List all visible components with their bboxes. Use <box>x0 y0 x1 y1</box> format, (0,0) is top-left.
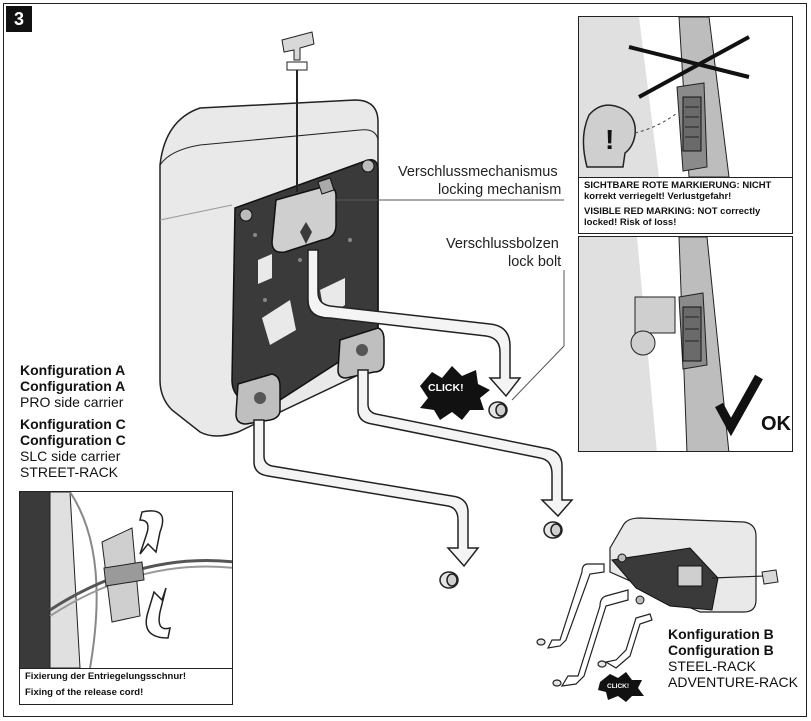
config-b-arrows <box>536 563 653 687</box>
config-c-title-de: Konfiguration C <box>20 416 126 432</box>
warning-text-en: VISIBLE RED MARKING: NOT correctly locke… <box>584 206 761 228</box>
lock-bolt-label-de: Verschlussbolzen <box>446 236 559 252</box>
config-b-click-label: CLICK! <box>607 683 630 690</box>
release-cord-panel: Fixierung der Entriegelungsschnur! Fixin… <box>19 491 233 705</box>
config-ac-block: Konfiguration A Configuration A PRO side… <box>20 362 126 480</box>
config-b-rack-1: STEEL-RACK <box>668 658 756 674</box>
ok-label: OK <box>761 413 791 435</box>
insertion-arrows <box>253 249 574 568</box>
arrow-up-icon <box>145 587 171 639</box>
config-b-title-en: Configuration B <box>668 642 774 658</box>
config-c-rack: STREET-RACK <box>20 464 119 480</box>
click-burst <box>420 366 490 420</box>
warning-text-de: SICHTBARE ROTE MARKIERUNG: NICHT korrekt… <box>584 180 772 202</box>
warning-caption: SICHTBARE ROTE MARKIERUNG: NICHT korrekt… <box>579 177 792 233</box>
config-a-carrier: PRO side carrier <box>20 394 124 410</box>
release-cord-text-de: Fixierung der Entriegelungsschnur! <box>25 671 186 682</box>
svg-text:!: ! <box>605 124 614 155</box>
config-b-title-de: Konfiguration B <box>668 626 774 642</box>
figure-frame <box>3 3 807 717</box>
config-b-rack-2: ADVENTURE-RACK <box>668 674 798 690</box>
lock-bolts <box>439 401 563 589</box>
warning-panel: ! SICHTBARE ROTE MARKIERUNG: NICHT korre… <box>578 16 793 234</box>
config-b-click-burst <box>598 672 644 702</box>
release-cord-text-en: Fixing of the release cord! <box>25 687 144 698</box>
config-b-case <box>609 517 779 613</box>
checkmark-icon <box>715 374 763 437</box>
ok-panel: OK <box>578 236 793 452</box>
release-cord-illustration <box>20 492 232 669</box>
warning-illustration: ! <box>579 17 750 178</box>
ok-illustration <box>579 237 763 451</box>
release-cord <box>281 31 315 192</box>
locking-mechanism <box>271 177 337 254</box>
locking-mechanism-label-de: Verschlussmechanismus <box>398 164 558 180</box>
release-cord-caption: Fixierung der Entriegelungsschnur! Fixin… <box>20 668 232 704</box>
arrow-down-icon <box>139 510 164 555</box>
locking-mechanism-label-en: locking mechanism <box>438 182 562 198</box>
config-c-carrier: SLC side carrier <box>20 448 121 464</box>
person-head-icon <box>582 104 636 168</box>
callout-leaders <box>336 199 565 401</box>
lock-bolt-label-en: lock bolt <box>508 254 562 270</box>
click-label: CLICK! <box>428 382 464 394</box>
config-c-title-en: Configuration C <box>20 432 126 448</box>
config-a-title-de: Konfiguration A <box>20 362 126 378</box>
config-b-block: Konfiguration B Configuration B STEEL-RA… <box>668 626 798 690</box>
step-number-badge: 3 <box>6 6 32 32</box>
plate-lock-receivers <box>235 327 385 425</box>
config-a-title-en: Configuration A <box>20 378 126 394</box>
